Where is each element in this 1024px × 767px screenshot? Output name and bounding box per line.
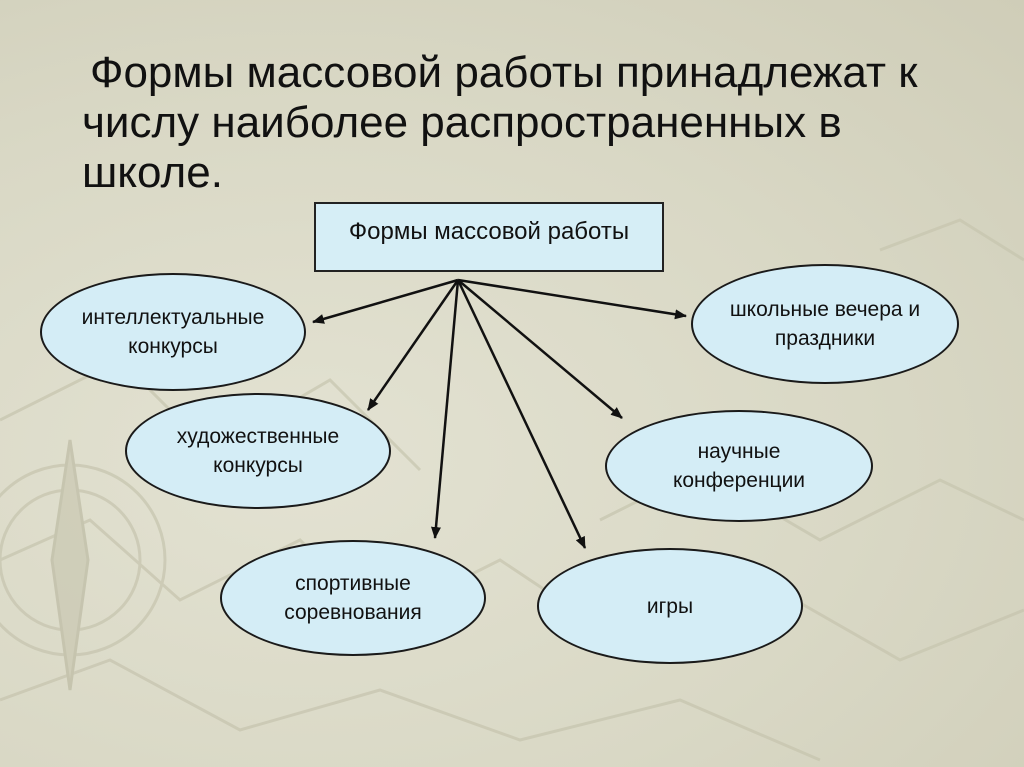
node-science-conferences: научные конференции (605, 410, 873, 522)
slide-title: Формы массовой работы принадлежат к числ… (82, 48, 918, 197)
root-node: Формы массовой работы (314, 202, 664, 272)
node-intellectual-contests: интеллектуальные конкурсы (40, 273, 306, 391)
node-games: игры (537, 548, 803, 664)
node-sport-competitions: спортивные соревнования (220, 540, 486, 656)
node-art-contests: художественные конкурсы (125, 393, 391, 509)
node-school-evenings: школьные вечера и праздники (691, 264, 959, 384)
